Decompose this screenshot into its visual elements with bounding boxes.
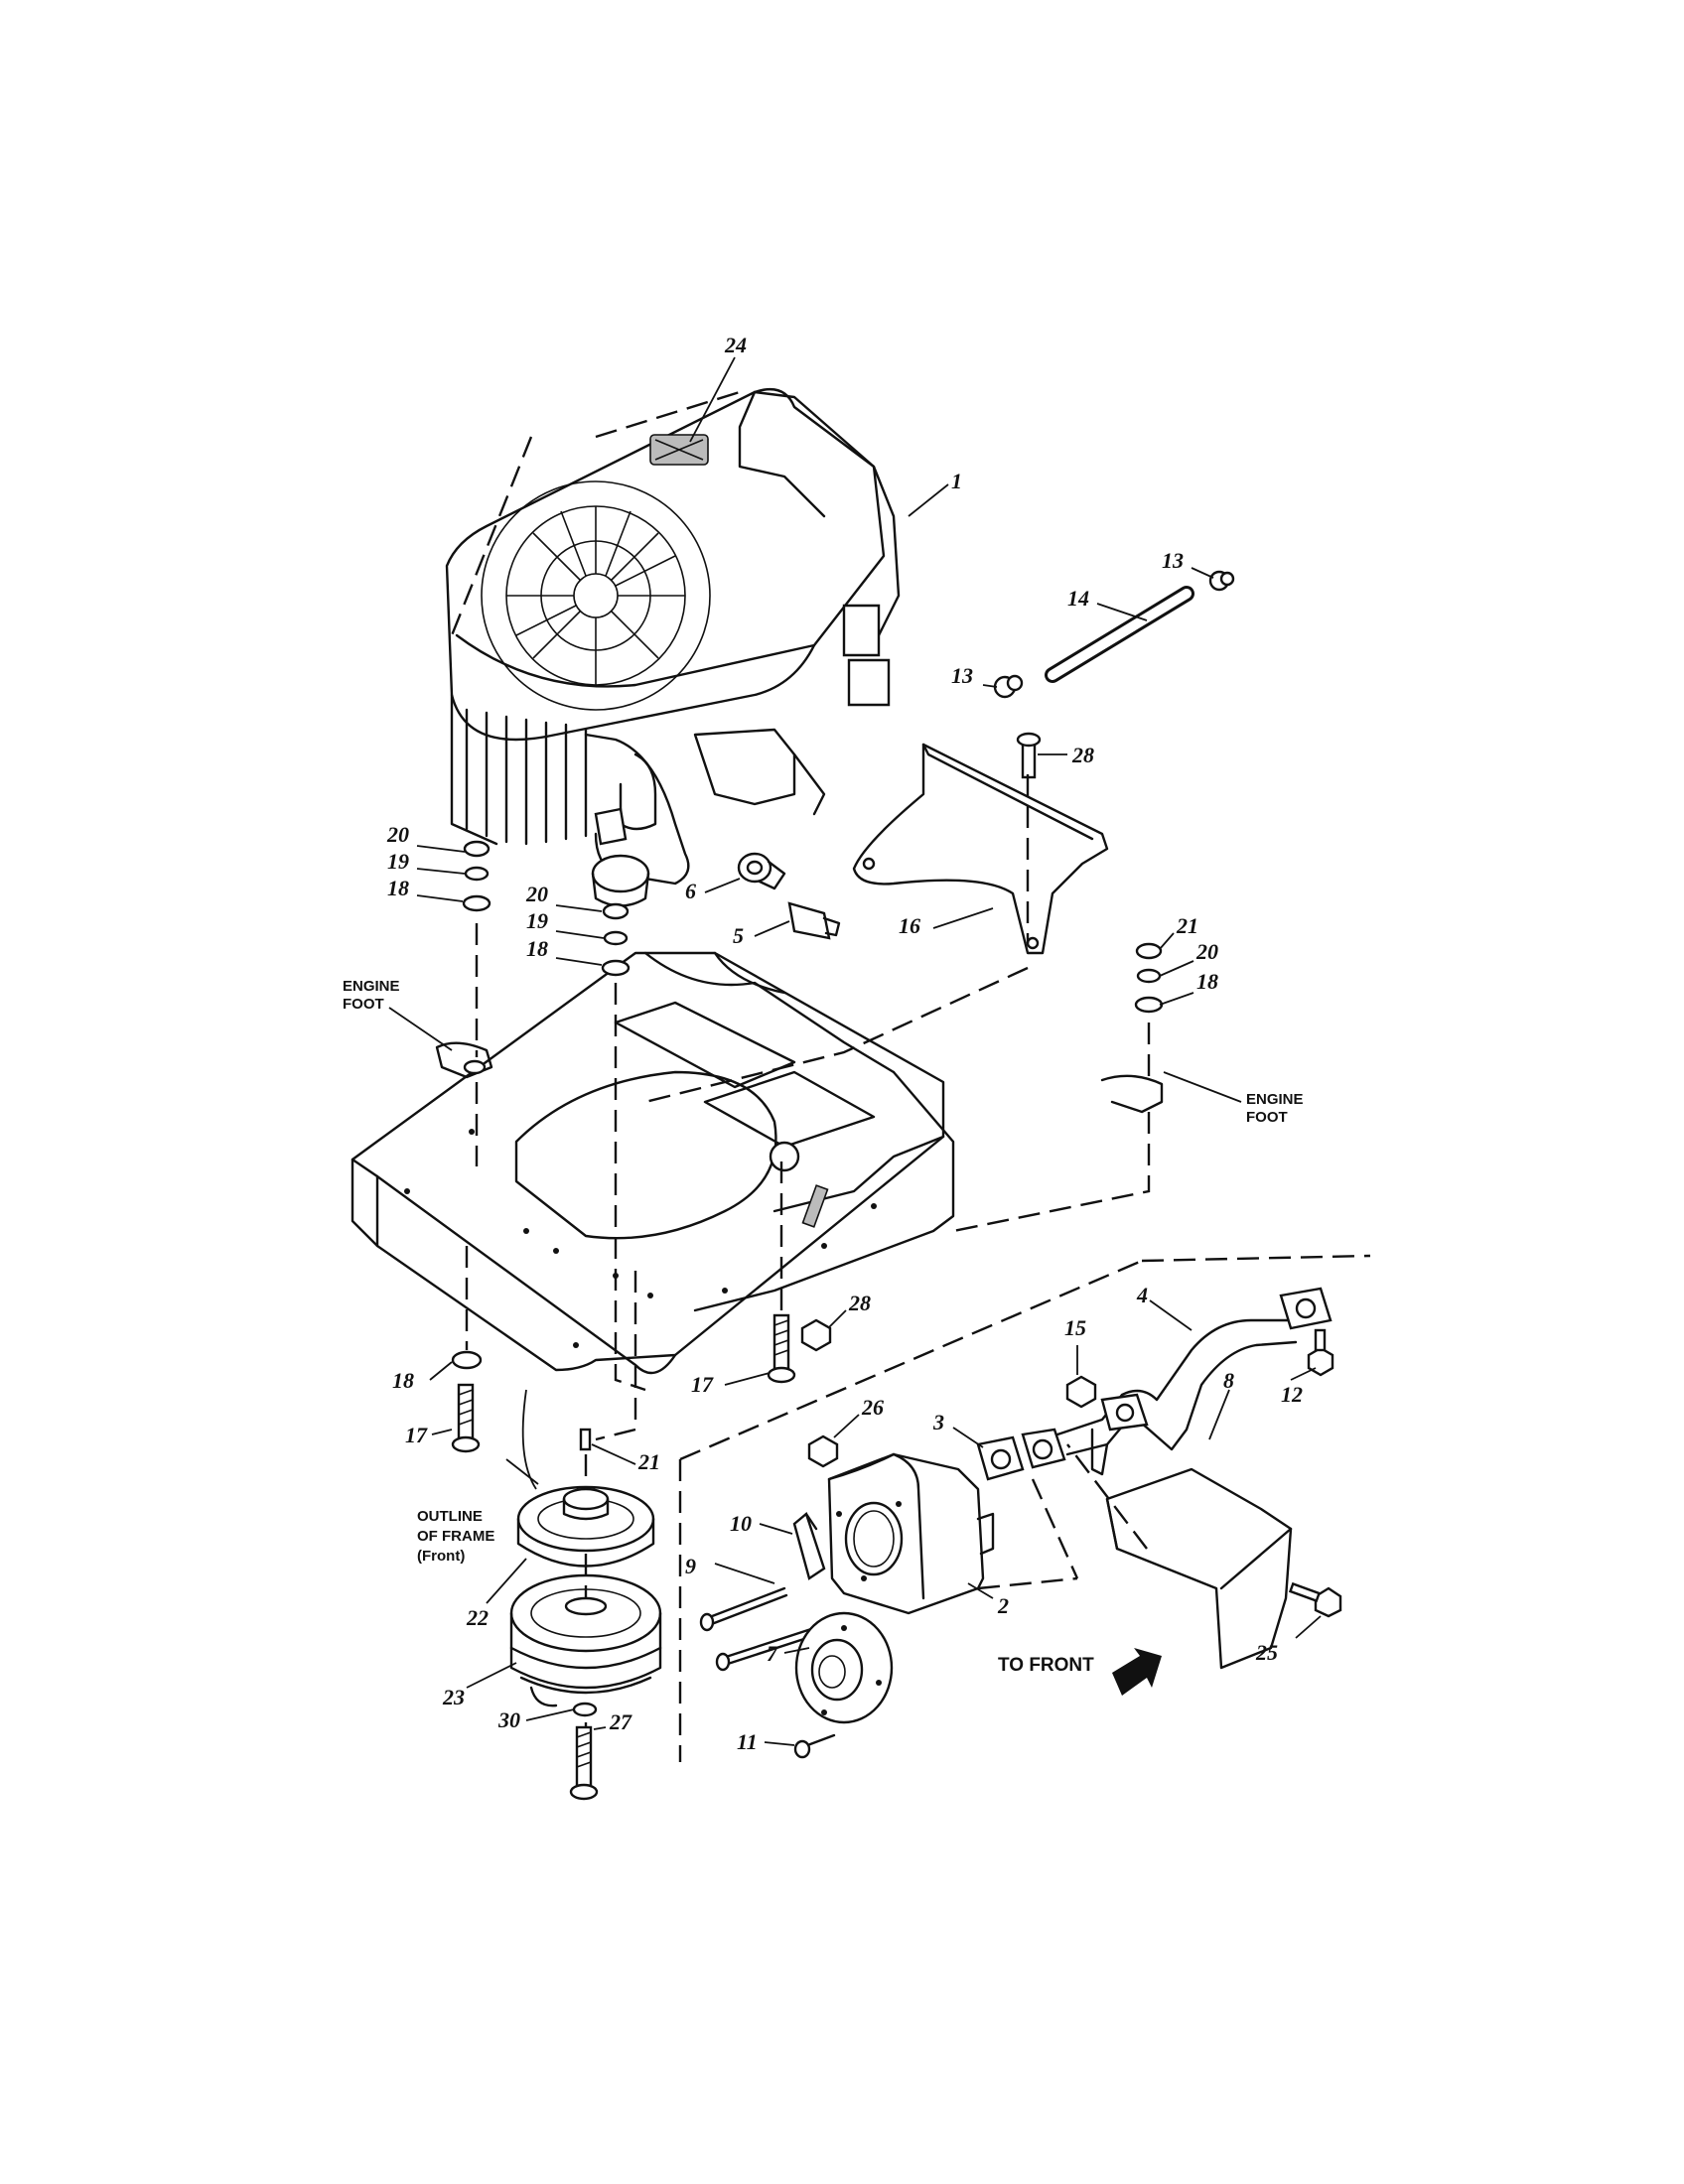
- svg-text:OUTLINE: OUTLINE: [417, 1508, 483, 1525]
- svg-text:FOOT: FOOT: [343, 996, 384, 1013]
- washer-18: [451, 1350, 483, 1370]
- nut-26: [807, 1434, 839, 1468]
- gasket-3: [976, 1428, 1066, 1481]
- engine-foot-right-label: ENGINE FOOT: [1246, 1091, 1304, 1126]
- part-label-18-left: 18: [387, 876, 409, 900]
- pin: [801, 1184, 829, 1228]
- part-label-25: 25: [1255, 1640, 1278, 1665]
- washer-30: [572, 1702, 598, 1717]
- right-mount-hardware: [1134, 942, 1164, 1014]
- part-label-20-right: 21: [1176, 913, 1198, 938]
- plug-5: [787, 901, 841, 940]
- part-label-7: 7: [767, 1641, 778, 1666]
- part-label-8: 8: [1223, 1368, 1234, 1393]
- part-label-6: 6: [685, 879, 696, 903]
- part-label-30: 30: [497, 1707, 520, 1732]
- svg-text:OF FRAME: OF FRAME: [417, 1528, 494, 1545]
- part-label-13-bottom: 13: [951, 663, 973, 688]
- fitting-6: [737, 852, 786, 890]
- svg-text:ENGINE: ENGINE: [343, 978, 400, 995]
- part-label-20-center: 20: [525, 882, 548, 906]
- outline-of-frame-label: OUTLINE OF FRAME (Front): [417, 1508, 494, 1565]
- part-label-17-center: 17: [691, 1372, 714, 1397]
- screw-11: [793, 1733, 836, 1759]
- part-label-26: 26: [861, 1395, 884, 1420]
- part-label-28-center: 28: [848, 1291, 871, 1315]
- svg-text:(Front): (Front): [417, 1548, 465, 1565]
- exhaust-pipe-4: [1055, 1287, 1333, 1476]
- frame: [351, 951, 1164, 1375]
- part-label-1: 1: [951, 469, 962, 493]
- muffler-2: [827, 1452, 995, 1615]
- bolt-25: [1288, 1581, 1342, 1618]
- part-label-19-right: 20: [1195, 939, 1218, 964]
- center-mount-hardware: [601, 902, 631, 977]
- nut-28: [800, 1318, 832, 1352]
- bolt-9-upper: [699, 1586, 788, 1632]
- key-21: [579, 1428, 592, 1451]
- part-label-9: 9: [685, 1554, 696, 1578]
- part-label-23: 23: [442, 1685, 465, 1709]
- part-label-12: 12: [1281, 1382, 1303, 1407]
- part-label-22: 22: [466, 1605, 489, 1630]
- to-front-label: TO FRONT: [998, 1655, 1094, 1676]
- bolt-28-top: [1016, 732, 1042, 779]
- bolt-17-center: [767, 1313, 796, 1384]
- clamp-13-bottom: [993, 674, 1024, 699]
- part-label-18-bottom: 18: [392, 1368, 414, 1393]
- engine-foot-left-label: ENGINE FOOT: [343, 978, 400, 1013]
- bolt-27: [569, 1725, 599, 1801]
- part-label-4: 4: [1136, 1283, 1148, 1307]
- part-label-5: 5: [733, 923, 744, 948]
- part-label-18-right: 18: [1196, 969, 1218, 994]
- part-numbers: 24 1 13 14 13 28 20 19 18 20 19 18 6 5 1…: [386, 333, 1303, 1754]
- svg-text:ENGINE: ENGINE: [1246, 1091, 1304, 1108]
- bolt-17-left: [451, 1383, 481, 1453]
- part-label-19-left: 19: [387, 849, 409, 874]
- part-label-18-center: 18: [526, 936, 548, 961]
- heat-shield-8: [1105, 1467, 1293, 1670]
- part-label-16: 16: [899, 913, 920, 938]
- part-label-10: 10: [730, 1511, 752, 1536]
- nut-15: [1065, 1375, 1097, 1409]
- part-label-13-top: 13: [1162, 548, 1184, 573]
- part-label-14: 14: [1067, 586, 1089, 611]
- part-label-20-left: 20: [386, 822, 409, 847]
- engine: [445, 387, 901, 907]
- bolt-9-lower: [715, 1626, 818, 1672]
- clamp-13-top: [1208, 570, 1235, 592]
- part-label-27: 27: [609, 1709, 632, 1734]
- assembly-lines: [450, 390, 1371, 1762]
- part-label-2: 2: [997, 1593, 1009, 1618]
- part-label-15: 15: [1064, 1315, 1086, 1340]
- flange-7: [794, 1611, 894, 1724]
- part-label-3: 3: [932, 1410, 944, 1434]
- part-label-21: 21: [637, 1449, 660, 1474]
- left-mount-hardware: [462, 840, 491, 1075]
- bracket-16: [852, 743, 1109, 955]
- part-label-17-left: 17: [405, 1423, 428, 1447]
- bolt-12: [1307, 1328, 1334, 1377]
- bracket-10: [792, 1511, 826, 1580]
- svg-text:FOOT: FOOT: [1246, 1109, 1288, 1126]
- part-label-28-top: 28: [1071, 743, 1094, 767]
- to-front-arrow-icon: [1112, 1648, 1162, 1696]
- leader-lines: [388, 356, 1322, 1746]
- part-label-19-center: 19: [526, 908, 548, 933]
- part-label-11: 11: [737, 1729, 758, 1754]
- part-label-24: 24: [724, 333, 747, 357]
